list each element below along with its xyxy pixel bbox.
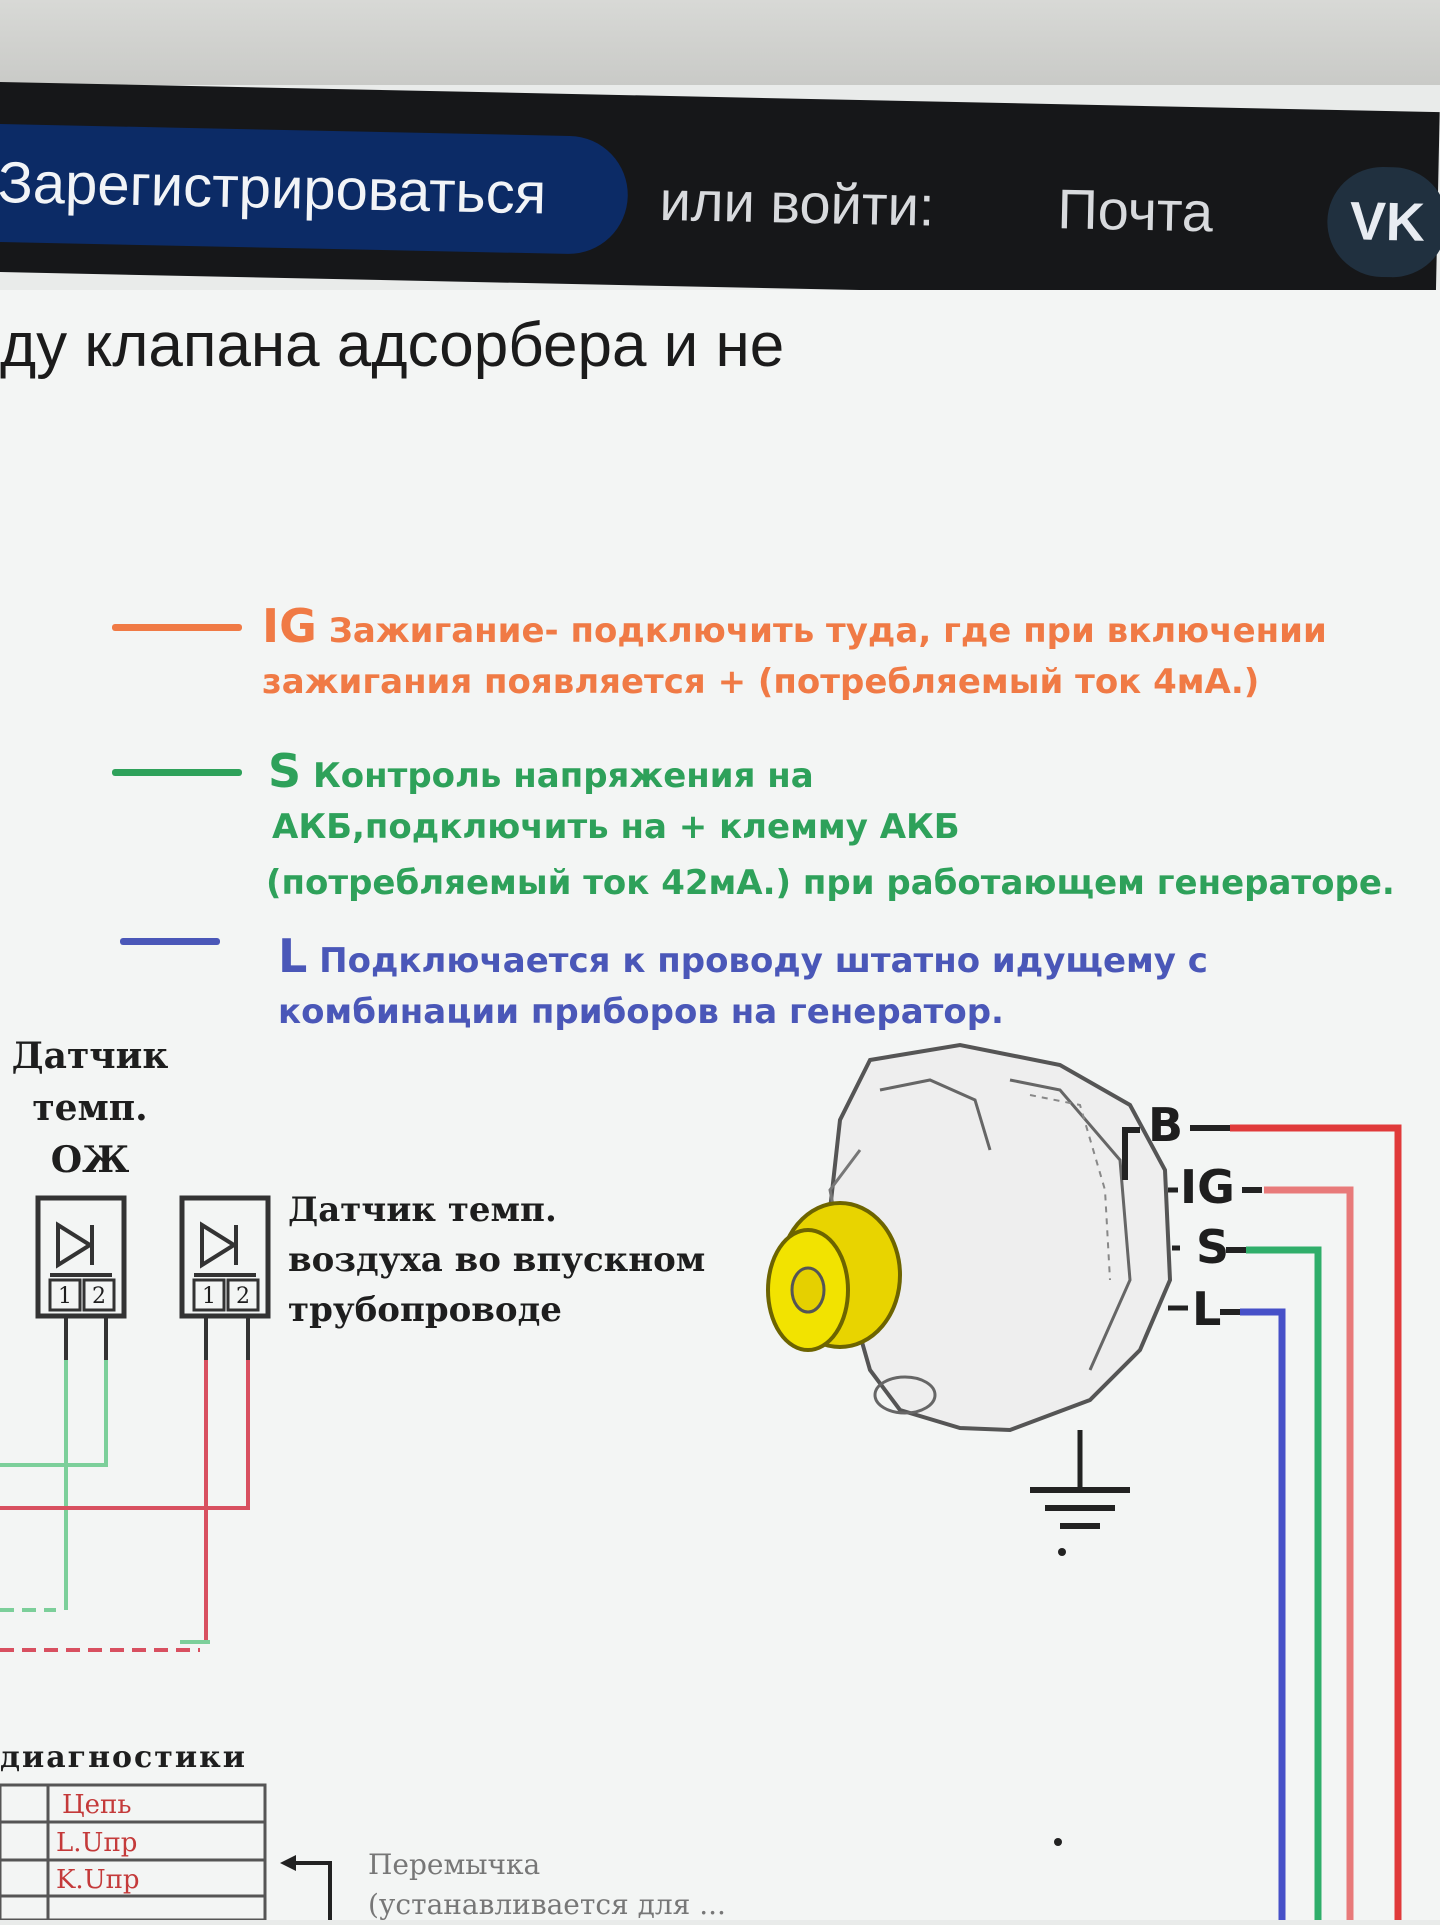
legend-ig-code: IG xyxy=(262,599,317,653)
coolant-pin-1: 1 xyxy=(58,1284,72,1309)
coolant-label-line2: темп. xyxy=(32,1087,148,1129)
terminal-b-label: B xyxy=(1148,1098,1184,1152)
legend-l-swatch xyxy=(120,938,220,945)
jumper-label-line2: (устанавливается для ... xyxy=(368,1888,726,1921)
legend-ig-line2: зажигания появляется + (потребляемый ток… xyxy=(262,662,1260,702)
diagnostics-label: диагностики xyxy=(0,1740,248,1775)
legend-l-text: Подключается к проводу штатно идущему с xyxy=(319,941,1208,981)
intake-label-line1: Датчик темп. xyxy=(288,1190,557,1230)
legend-ig-text: Зажигание- подключить туда, где при вклю… xyxy=(328,611,1327,651)
monitor-bezel xyxy=(0,0,1440,85)
coolant-pin-2: 2 xyxy=(92,1284,106,1309)
diag-cell-3: L.Uпр xyxy=(56,1828,138,1858)
diag-cell-5: K.Uпр xyxy=(56,1865,140,1895)
vk-login-icon[interactable]: VK xyxy=(1326,165,1440,279)
alternator-illustration xyxy=(766,1042,1173,1846)
coolant-label-line1: Датчик xyxy=(11,1035,169,1077)
legend-l-code: L xyxy=(278,929,308,983)
legend-s-text: Контроль напряжения на xyxy=(312,756,814,796)
legend-s-line3: (потребляемый ток 42мА.) при работающем … xyxy=(266,863,1395,903)
or-login-label: или войти: xyxy=(659,168,936,238)
article-heading-fragment: ду клапана адсорбера и не xyxy=(0,311,785,380)
diag-cell-1: Цепь xyxy=(62,1790,132,1820)
site-header: Зарегистрироваться или войти: Почта VK xyxy=(0,82,1440,303)
legend-s-line1: S Контроль напряжения на xyxy=(268,745,814,802)
terminal-ig-label: IG xyxy=(1180,1160,1235,1214)
jumper-label-line1: Перемычка xyxy=(368,1848,541,1881)
coolant-sensor-symbol xyxy=(35,1195,127,1360)
coolant-label-line3: ОЖ xyxy=(50,1139,130,1181)
jumper-label: Перемычка (устанавливается для ... xyxy=(368,1845,726,1925)
jumper-arrow-icon xyxy=(280,1855,296,1871)
mail-login-link[interactable]: Почта xyxy=(1056,177,1214,244)
legend-s-line2: АКБ,подключить на + клемму АКБ xyxy=(272,807,960,847)
register-button[interactable]: Зарегистрироваться xyxy=(0,123,629,256)
wiring-diagram xyxy=(0,1042,1402,1920)
intake-label-line2: воздуха во впускном xyxy=(288,1240,706,1280)
diagnostics-table xyxy=(0,1783,267,1920)
legend-s-code: S xyxy=(268,744,302,798)
legend-ig-swatch xyxy=(112,624,242,631)
legend-l-line2: комбинации приборов на генератор. xyxy=(278,992,1004,1032)
jumper-pointer xyxy=(285,1861,332,1920)
legend-s-swatch xyxy=(112,769,242,776)
terminal-l-label: L xyxy=(1192,1282,1222,1336)
legend-ig-line1: IG Зажигание- подключить туда, где при в… xyxy=(262,600,1327,657)
sensor-wiring xyxy=(0,1360,250,1652)
legend-l-line1: L Подключается к проводу штатно идущему … xyxy=(278,930,1208,987)
intake-pin-2: 2 xyxy=(236,1284,250,1309)
intake-label-line3: трубопроводе xyxy=(288,1290,562,1330)
coolant-sensor-label: Датчик темп. ОЖ xyxy=(10,1030,170,1186)
article-content: ду клапана адсорбера и не IG Зажигание- … xyxy=(0,290,1440,1921)
intake-pin-1: 1 xyxy=(202,1284,216,1309)
alternator-terminal-wires xyxy=(1168,1124,1402,1920)
intake-sensor-label: Датчик темп. воздуха во впускном трубопр… xyxy=(288,1185,705,1335)
intake-sensor-symbol xyxy=(179,1195,271,1360)
terminal-s-label: S xyxy=(1196,1220,1230,1274)
